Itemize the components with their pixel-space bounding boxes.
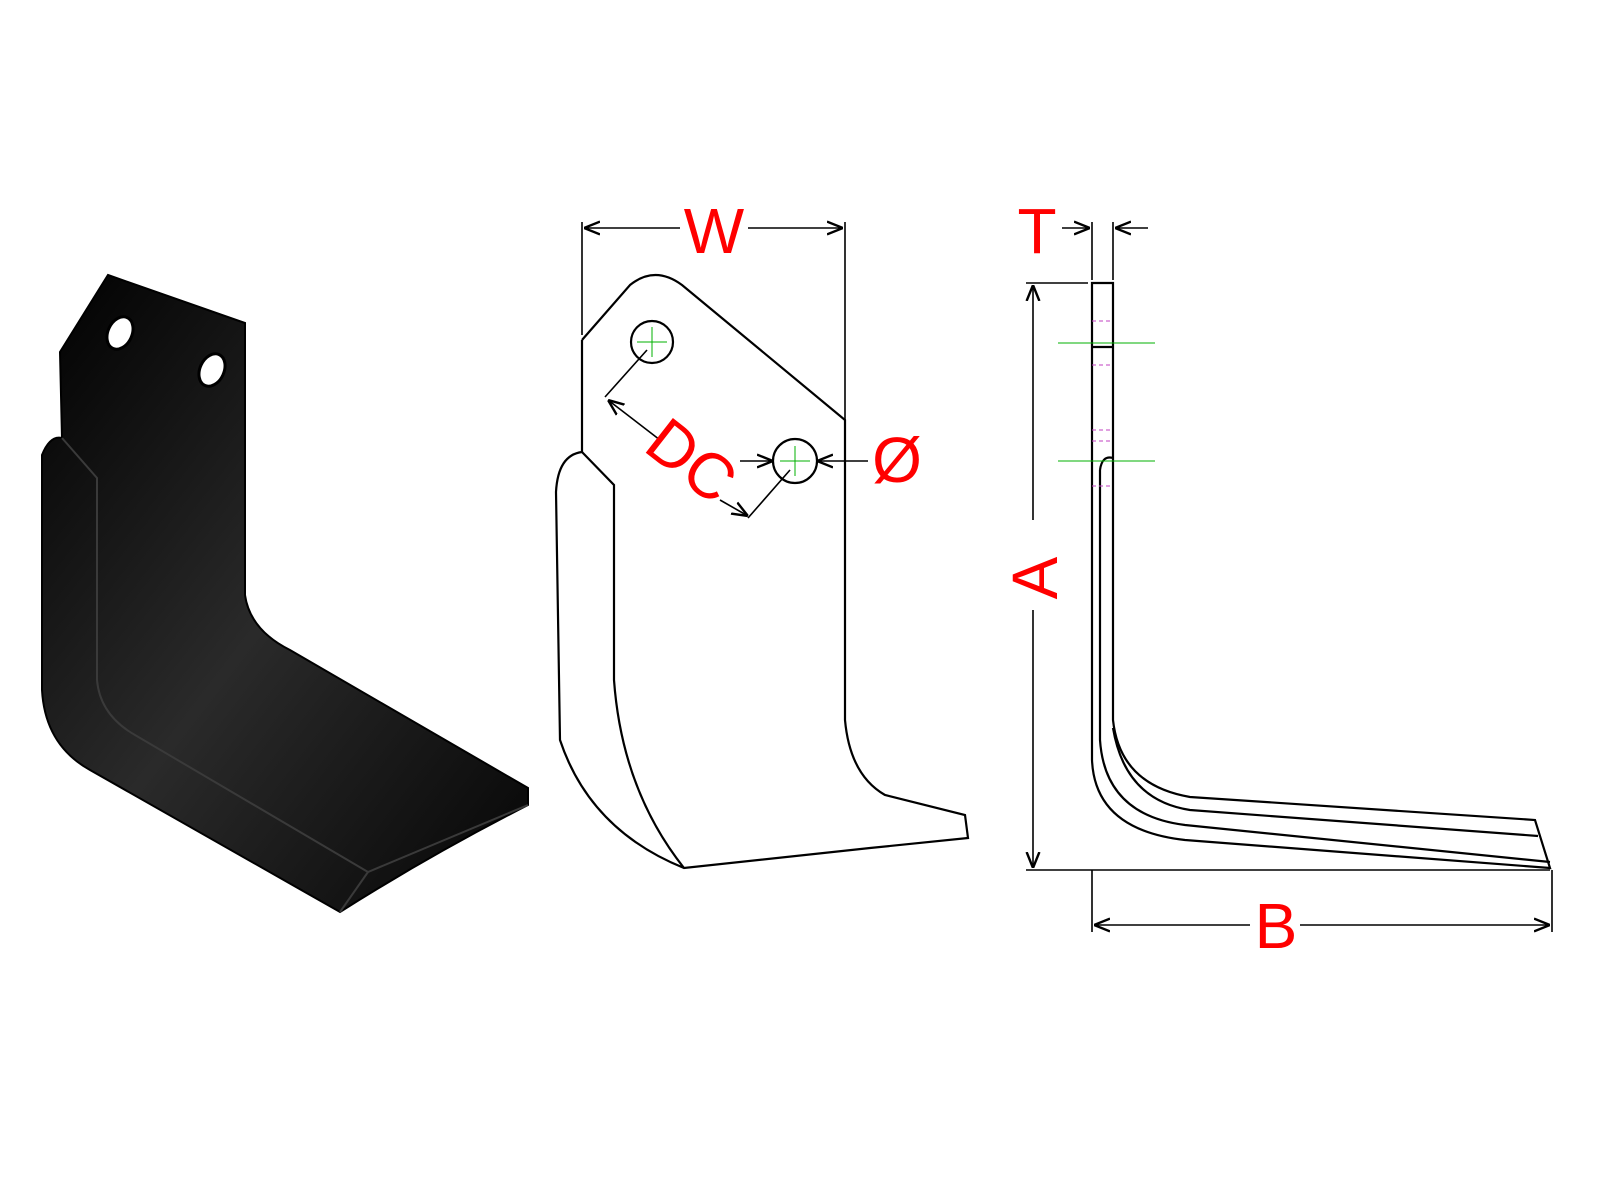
dim-label-w: W xyxy=(684,195,745,267)
blade-side-view xyxy=(1026,222,1553,932)
hole-top xyxy=(629,319,675,365)
dim-label-t: T xyxy=(1017,195,1056,267)
blade-front-view xyxy=(554,222,970,870)
dim-label-a: A xyxy=(999,556,1071,599)
bolt-hole-icon xyxy=(197,352,227,388)
bolt-hole-icon xyxy=(105,315,135,351)
blade-3d-view xyxy=(41,273,529,914)
dim-label-b: B xyxy=(1255,890,1298,962)
dim-label-diameter: Ø xyxy=(872,424,922,496)
dim-label-dc: DC xyxy=(633,404,750,518)
